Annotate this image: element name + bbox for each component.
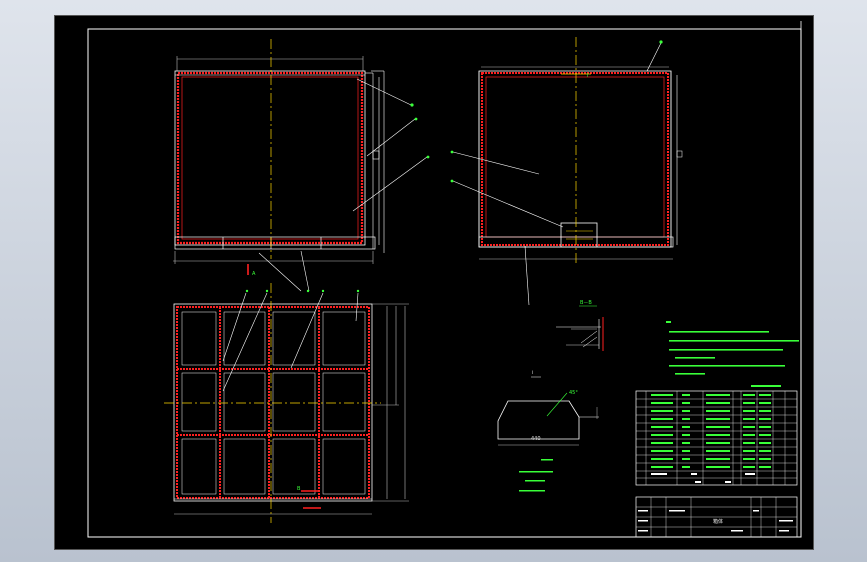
svg-text:I: I bbox=[532, 370, 533, 375]
angle-label: 45° bbox=[569, 390, 578, 396]
svg-text:I: I bbox=[587, 73, 588, 79]
weld-notes bbox=[519, 459, 553, 492]
parts-list bbox=[635, 385, 798, 486]
bottom-view bbox=[164, 283, 409, 523]
side-view: I bbox=[478, 37, 683, 263]
section-label: B－B bbox=[580, 300, 592, 306]
dimension-label: 440 bbox=[531, 436, 541, 442]
view-mark-a-label: A bbox=[252, 271, 256, 277]
technical-notes bbox=[666, 321, 799, 375]
sheet-border bbox=[87, 28, 802, 538]
section-detail: B－B bbox=[556, 300, 604, 351]
profile-detail: I 45° 440 bbox=[497, 370, 599, 446]
drawing-title: 箱体 bbox=[713, 518, 723, 525]
view-marker-a: A bbox=[247, 264, 256, 277]
view-mark-b-label: B bbox=[297, 486, 301, 492]
title-block: 箱体 bbox=[635, 496, 798, 538]
balloon-markers bbox=[245, 40, 663, 293]
leader-lines bbox=[222, 42, 662, 392]
drawing-sheet: I bbox=[87, 21, 802, 538]
view-marker-b: B bbox=[297, 486, 321, 509]
cad-viewport[interactable]: I bbox=[54, 15, 814, 550]
front-view bbox=[173, 39, 385, 264]
